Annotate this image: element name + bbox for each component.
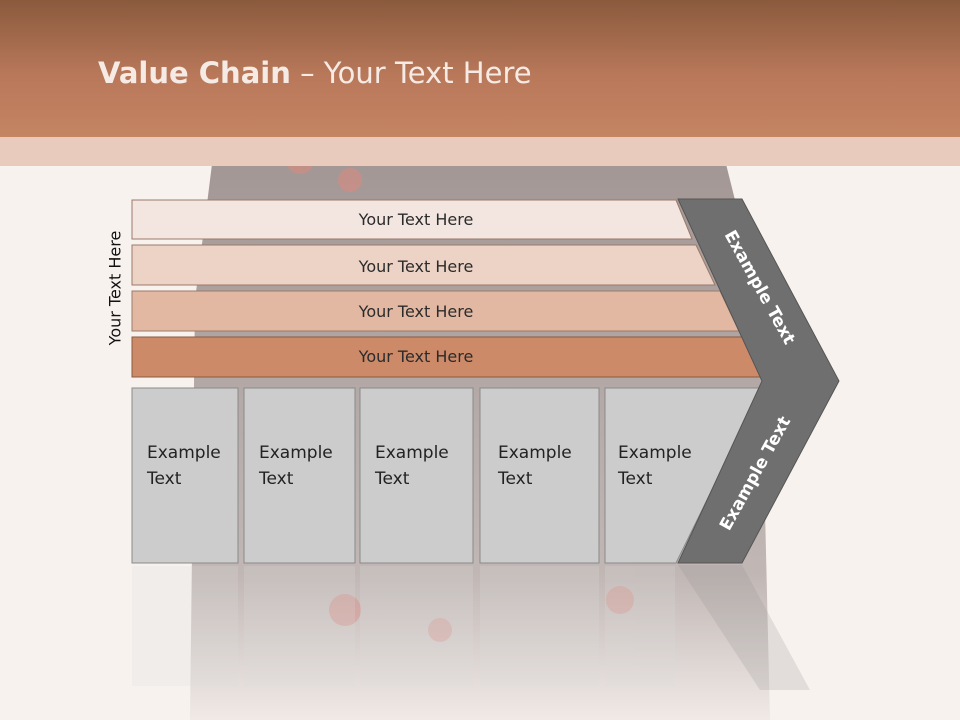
title-rest: – Your Text Here: [290, 56, 532, 90]
support-bar-1[interactable]: Your Text Here: [131, 199, 693, 240]
support-bars: Your Text Here Your Text Here Your Text …: [131, 199, 764, 378]
support-bar-3-label: Your Text Here: [358, 302, 474, 321]
title-bold: Value Chain: [98, 56, 291, 90]
support-bar-4[interactable]: Your Text Here: [131, 336, 764, 378]
activity-1-line2: Text: [146, 469, 182, 489]
activity-4-line1: Example: [498, 443, 572, 463]
activity-3-line2: Text: [374, 469, 410, 489]
chevron-reflection: [678, 565, 810, 690]
activity-box-3[interactable]: Example Text: [359, 387, 474, 564]
header-band: [0, 137, 960, 166]
support-bar-4-label: Your Text Here: [358, 347, 474, 366]
activity-box-2[interactable]: Example Text: [243, 387, 356, 564]
reflection: [132, 566, 675, 686]
support-bar-2[interactable]: Your Text Here: [131, 244, 716, 286]
activity-2-line2: Text: [258, 469, 294, 489]
activity-5-line1: Example: [618, 443, 692, 463]
activity-3-line1: Example: [375, 443, 449, 463]
slide-title[interactable]: Value Chain – Your Text Here: [98, 56, 532, 90]
activity-box-4[interactable]: Example Text: [479, 387, 600, 564]
activity-2-line1: Example: [259, 443, 333, 463]
activity-box-5[interactable]: Example Text: [604, 387, 763, 564]
support-bar-3[interactable]: Your Text Here: [131, 290, 740, 332]
activity-1-line1: Example: [147, 443, 221, 463]
activity-4-line2: Text: [497, 469, 533, 489]
header-bar: [0, 0, 960, 137]
activity-5-line2: Text: [617, 469, 653, 489]
support-bar-1-label: Your Text Here: [358, 210, 474, 229]
primary-activities: Example Text Example Text Example Text E…: [131, 387, 763, 564]
support-bar-2-label: Your Text Here: [358, 257, 474, 276]
activity-box-1[interactable]: Example Text: [131, 387, 239, 564]
